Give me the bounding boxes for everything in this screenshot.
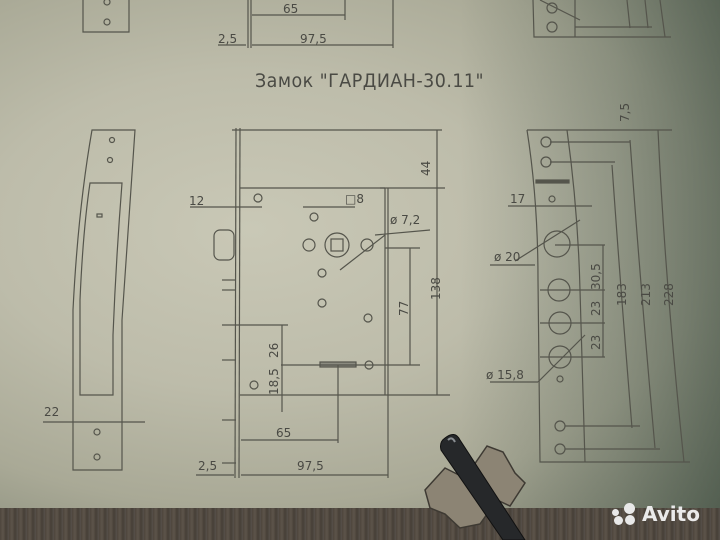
dim-label-23-a: 23 — [589, 300, 603, 316]
avito-watermark: Avito — [612, 500, 700, 528]
dim-label-17: 17 — [510, 192, 526, 206]
drawing-paper — [0, 0, 720, 510]
dim-label-77: 77 — [397, 300, 411, 316]
dim-label-65-top: 65 — [283, 2, 299, 16]
dim-label-square-8: □8 — [345, 192, 364, 206]
lock-body-drawing — [190, 127, 450, 479]
avito-logo-icon — [612, 503, 638, 525]
dim-label-12: 12 — [189, 194, 205, 208]
dim-label-65: 65 — [276, 426, 292, 440]
dim-label-97-5-top: 97,5 — [300, 32, 327, 46]
dim-label-18-5: 18,5 — [267, 368, 281, 395]
dim-label-228: 228 — [662, 283, 676, 306]
dim-label-2-5: 2,5 — [198, 459, 218, 473]
dim-label-22: 22 — [44, 405, 60, 419]
dim-label-97-5: 97,5 — [297, 459, 324, 473]
dim-label-213: 213 — [639, 283, 653, 306]
dim-label-2-5-top: 2,5 — [218, 32, 238, 46]
dim-label-dia-7-2: ø 7,2 — [390, 213, 421, 227]
dim-label-44: 44 — [419, 160, 433, 176]
dim-label-26: 26 — [267, 342, 281, 358]
dim-label-23-b: 23 — [589, 334, 603, 350]
avito-brand-text: Avito — [642, 502, 700, 526]
top-strike-plate-fragment — [82, 0, 130, 33]
top-faceplate-fragment — [532, 0, 671, 38]
wooden-table-edge — [0, 508, 720, 540]
dim-label-183: 183 — [615, 283, 629, 306]
dim-label-dia-20: ø 20 — [494, 250, 521, 264]
dim-label-30-5: 30,5 — [589, 263, 603, 290]
lock-key-object — [424, 434, 526, 540]
dim-label-7-5: 7,5 — [618, 102, 632, 122]
dim-label-138: 138 — [429, 277, 443, 300]
dim-label-dia-15-8: ø 15,8 — [486, 368, 524, 382]
top-lock-dims — [218, 0, 394, 48]
face-plate-drawing — [490, 129, 690, 463]
strike-plate-drawing — [43, 129, 145, 471]
drawing-title: Замок "ГАРДИАН-30.11" — [255, 70, 485, 92]
